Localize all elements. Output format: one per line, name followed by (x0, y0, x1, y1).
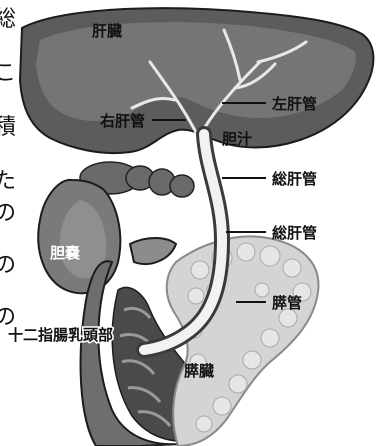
label-common-hepatic-duct-1: 総肝管 (272, 170, 317, 188)
label-left-hepatic-duct: 左肝管 (271, 95, 317, 113)
label-duodenal-papilla: 十二指腸乳頭部 (8, 326, 113, 344)
label-pancreas: 膵臓 (184, 362, 214, 380)
label-pancreatic-duct: 膵管 (272, 294, 302, 312)
label-right-hepatic-duct: 右肝管 (100, 112, 145, 130)
side-char: の (0, 201, 16, 226)
side-char: 総 (0, 7, 16, 32)
label-liver: 肝臓 (92, 22, 122, 40)
label-gallbladder: 胆嚢 (50, 244, 80, 262)
side-char: た (0, 169, 16, 194)
label-common-hepatic-duct-2: 総肝管 (272, 224, 317, 242)
side-char: こ (0, 61, 16, 86)
side-char: の (0, 253, 16, 278)
side-text-column: 総 こ 積 た の の の (0, 7, 16, 330)
label-bile: 胆汁 (222, 130, 252, 148)
side-char: 積 (0, 115, 16, 140)
duodenum-wall (130, 238, 176, 264)
